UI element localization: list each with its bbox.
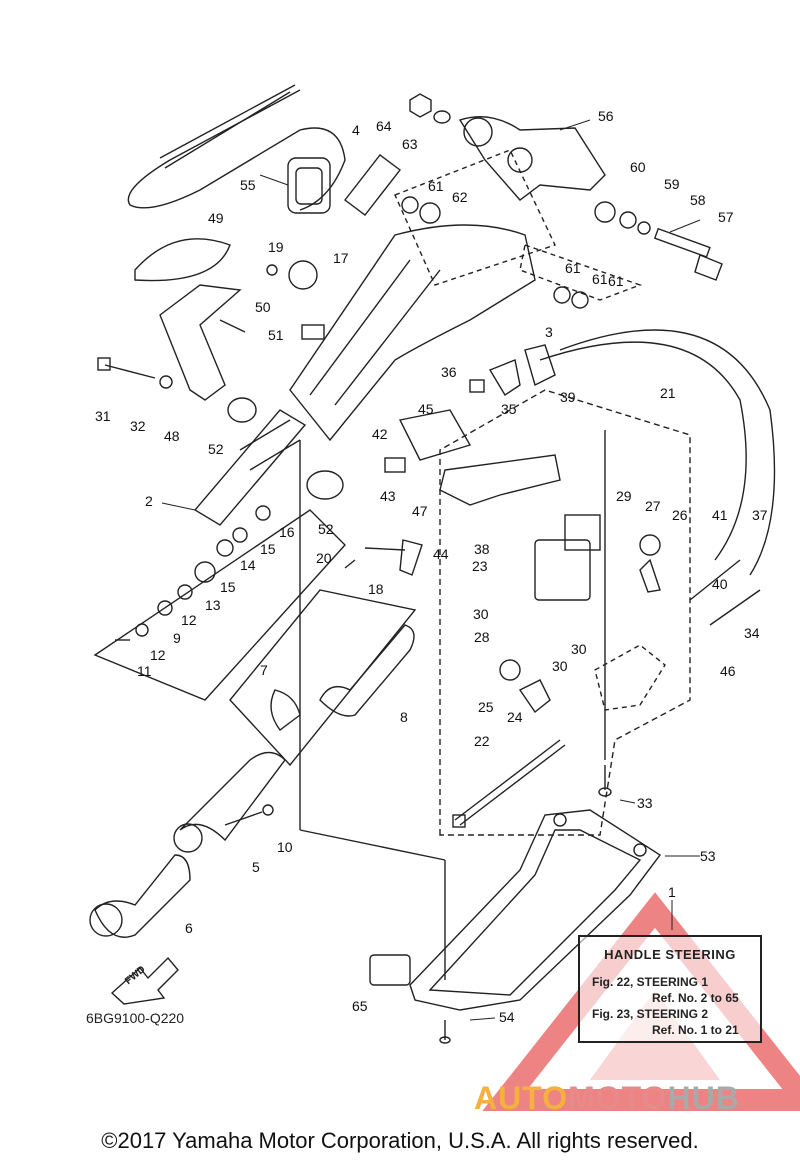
watermark-part-2: MOTO: [568, 1080, 668, 1116]
part-label: 22: [474, 733, 490, 749]
legend-box: HANDLE STEERING Fig. 22, STEERING 1 Ref.…: [578, 935, 762, 1043]
part-label: 46: [720, 663, 736, 679]
part-label: 36: [441, 364, 457, 380]
part-label: 65: [352, 998, 368, 1014]
part-label: 31: [95, 408, 111, 424]
part-label: 27: [645, 498, 661, 514]
part-label: 18: [368, 581, 384, 597]
part-label: 11: [137, 663, 152, 679]
part-label: 40: [712, 576, 728, 592]
part-label: 7: [260, 662, 268, 678]
part-label: 53: [700, 848, 716, 864]
copyright-notice: ©2017 Yamaha Motor Corporation, U.S.A. A…: [101, 1128, 699, 1153]
part-label: 50: [255, 299, 271, 315]
legend-line-2: Ref. No. 2 to 65: [652, 991, 739, 1005]
part-label: 16: [279, 524, 295, 540]
part-label: 17: [333, 250, 349, 266]
part-label: 2: [145, 493, 153, 509]
part-label: 37: [752, 507, 768, 523]
part-label: 34: [744, 625, 760, 641]
part-label: 32: [130, 418, 146, 434]
part-label: 12: [181, 612, 197, 628]
part-label: 43: [380, 488, 396, 504]
part-label: 54: [499, 1009, 515, 1025]
part-label: 42: [372, 426, 388, 442]
part-label: 35: [501, 401, 517, 417]
part-label: 61: [565, 260, 581, 276]
part-label: 30: [473, 606, 489, 622]
part-label: 3: [545, 324, 553, 340]
part-label: 6: [185, 920, 193, 936]
part-label: 14: [240, 557, 256, 573]
part-label: 59: [664, 176, 680, 192]
part-label: 64: [376, 118, 392, 134]
legend-title: HANDLE STEERING: [604, 947, 736, 962]
part-label: 38: [474, 541, 490, 557]
part-label: 20: [316, 550, 332, 566]
part-label: 19: [268, 239, 284, 255]
part-label: 28: [474, 629, 490, 645]
part-label: 13: [205, 597, 221, 613]
part-label: 1: [668, 884, 676, 900]
part-label: 45: [418, 401, 434, 417]
part-label: 15: [260, 541, 276, 557]
part-label: 57: [718, 209, 734, 225]
part-label: 33: [637, 795, 653, 811]
part-label: 25: [478, 699, 494, 715]
part-label: 10: [277, 839, 293, 855]
watermark-part-1: AUTO: [474, 1080, 569, 1116]
diagram-code: 6BG9100-Q220: [86, 1010, 185, 1026]
part-label: 47: [412, 503, 428, 519]
part-label: 24: [507, 709, 523, 725]
legend-line-1: Fig. 22, STEERING 1: [592, 975, 709, 989]
part-label: 55: [240, 177, 256, 193]
legend-line-4: Ref. No. 1 to 21: [652, 1023, 739, 1037]
watermark-part-3: HUB: [667, 1080, 740, 1116]
part-label: 26: [672, 507, 688, 523]
part-label: 62: [452, 189, 468, 205]
part-label: 49: [208, 210, 224, 226]
part-label: 23: [472, 558, 488, 574]
part-label: 51: [268, 327, 284, 343]
part-label: 58: [690, 192, 706, 208]
part-number-labels: 1 2 3 4 5 6 7 8 9 10 11 12 13 14 15 16 1…: [95, 108, 768, 1025]
part-label: 56: [598, 108, 614, 124]
part-label: 61: [592, 271, 608, 287]
part-label: 48: [164, 428, 180, 444]
part-label: 63: [402, 136, 418, 152]
part-label: 30: [571, 641, 587, 657]
part-label: 8: [400, 709, 408, 725]
part-label: 12: [150, 647, 166, 663]
part-label: 52: [208, 441, 224, 457]
part-label: 15: [220, 579, 236, 595]
part-label: 39: [560, 389, 576, 405]
part-label: 21: [660, 385, 676, 401]
leader-lines: [161, 119, 701, 1021]
diagram-linework: [89, 84, 776, 1044]
part-label: 60: [630, 159, 646, 175]
part-label: 52: [318, 521, 334, 537]
legend-line-3: Fig. 23, STEERING 2: [592, 1007, 709, 1021]
part-label: 9: [173, 630, 181, 646]
part-label: 61: [428, 178, 444, 194]
part-label: 61: [608, 273, 624, 289]
part-label: 44: [433, 546, 449, 562]
part-label: 41: [712, 507, 728, 523]
part-label: 4: [352, 122, 360, 138]
watermark-text: AUTOMOTOHUB: [474, 1080, 740, 1117]
part-label: 30: [552, 658, 568, 674]
part-label: 29: [616, 488, 632, 504]
part-label: 5: [252, 859, 260, 875]
